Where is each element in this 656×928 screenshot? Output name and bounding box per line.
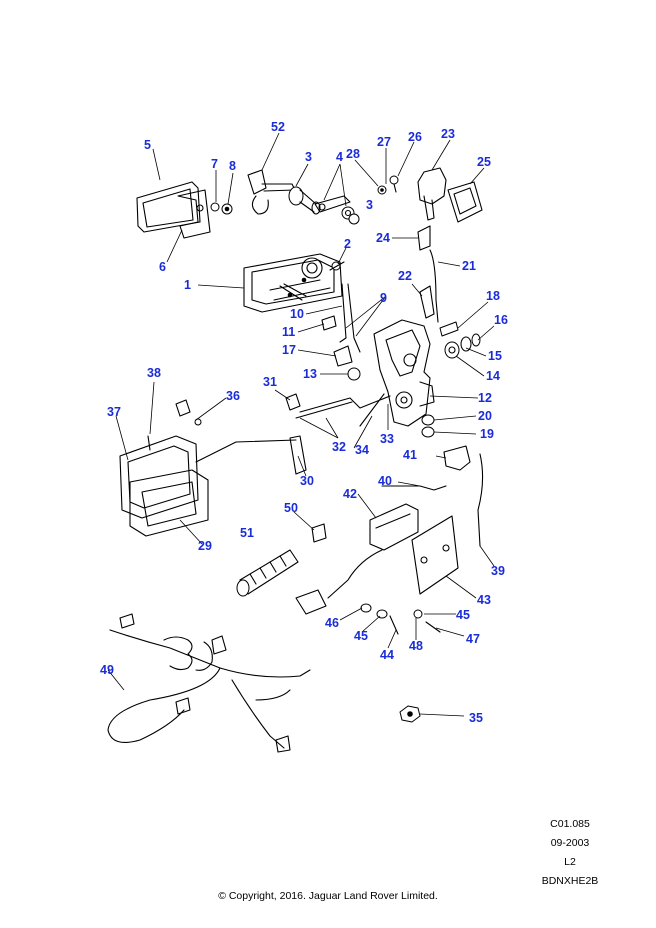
- callout-labels: 1 2 3 3 4 5 6 7 8 9 10 11 12 13 14 15 16…: [100, 120, 508, 725]
- part-52-key: [247, 169, 296, 215]
- part-2-clip: [329, 261, 345, 271]
- part-42-actuator: [295, 503, 419, 615]
- callout-12: 12: [478, 391, 492, 405]
- callout-40: 40: [378, 474, 392, 488]
- part-1-exterior-handle: [243, 253, 343, 313]
- callout-18: 18: [486, 289, 500, 303]
- part-40-rod: [381, 485, 447, 491]
- part-49-harness: [107, 613, 311, 753]
- callout-23: 23: [441, 127, 455, 141]
- part-39-rod: [477, 453, 484, 547]
- callout-52: 52: [271, 120, 285, 134]
- callout-27: 27: [377, 135, 391, 149]
- callout-2: 2: [344, 237, 351, 251]
- callout-43: 43: [477, 593, 491, 607]
- part-7-8-screws: [210, 202, 233, 215]
- part-24-21-rod: [417, 225, 439, 323]
- callout-42: 42: [343, 487, 357, 501]
- part-41-bracket: [443, 445, 471, 471]
- callout-26: 26: [408, 130, 422, 144]
- callout-24: 24: [376, 231, 390, 245]
- part-29-interior-handle: [129, 469, 209, 537]
- part-31-clip: [285, 393, 301, 411]
- callout-38: 38: [147, 366, 161, 380]
- part-11-clip: [321, 315, 337, 331]
- callout-3-second: 3: [366, 198, 373, 212]
- part-13-button: [347, 367, 361, 381]
- part-25-bezel: [447, 181, 483, 223]
- diagram-date: 09-2003: [550, 837, 590, 849]
- callout-33: 33: [380, 432, 394, 446]
- callout-32: 32: [332, 440, 346, 454]
- callout-14: 14: [486, 369, 500, 383]
- part-36-clip: [175, 399, 202, 426]
- part-6-bracket: [177, 189, 211, 239]
- callout-36: 36: [226, 389, 240, 403]
- part-44-45-46-47-48-fixings: [360, 603, 441, 635]
- part-33-34-rods: [299, 393, 391, 427]
- callout-16: 16: [494, 313, 508, 327]
- callout-17: 17: [282, 343, 296, 357]
- callout-29: 29: [198, 539, 212, 553]
- callout-30: 30: [300, 474, 314, 488]
- part-5-handle-gasket: [136, 181, 201, 233]
- callout-4: 4: [336, 150, 343, 164]
- callout-8: 8: [229, 159, 236, 173]
- callout-28: 28: [346, 147, 360, 161]
- callout-22: 22: [398, 269, 412, 283]
- part-26-27-28-fixings: [377, 175, 399, 195]
- callout-21: 21: [462, 259, 476, 273]
- callout-37: 37: [107, 405, 121, 419]
- callout-6: 6: [159, 260, 166, 274]
- part-3-lock-barrel: [288, 186, 321, 215]
- callout-39: 39: [491, 564, 505, 578]
- callout-48: 48: [409, 639, 423, 653]
- part-19-20-fixings: [421, 414, 435, 438]
- callout-9: 9: [380, 291, 387, 305]
- diagram-reference: C01.085: [550, 818, 590, 830]
- part-12-latch: [373, 319, 435, 427]
- callout-20: 20: [478, 409, 492, 423]
- callout-46: 46: [325, 616, 339, 630]
- callout-11: 11: [282, 325, 295, 339]
- part-9-10-rods: [339, 283, 361, 353]
- callout-44: 44: [380, 648, 394, 662]
- part-35-nut: [399, 705, 421, 723]
- callout-41: 41: [403, 448, 417, 462]
- callout-5: 5: [144, 138, 151, 152]
- callout-15: 15: [488, 349, 502, 363]
- part-43-plate: [411, 515, 459, 595]
- leader-lines: [107, 132, 495, 717]
- callout-13: 13: [303, 367, 317, 381]
- callout-1: 1: [184, 278, 191, 292]
- callout-47: 47: [466, 632, 480, 646]
- part-50-clip: [311, 523, 327, 543]
- diagram-level: L2: [564, 856, 576, 868]
- callout-19: 19: [480, 427, 494, 441]
- diagram-code: BDNXHE2B: [541, 875, 599, 887]
- callout-51: 51: [240, 526, 254, 540]
- part-14-15-16-18-fixings: [439, 321, 481, 359]
- callout-31: 31: [263, 375, 277, 389]
- callout-35: 35: [469, 711, 483, 725]
- part-17-clip: [333, 345, 353, 367]
- callout-25: 25: [477, 155, 491, 169]
- callout-3: 3: [305, 150, 312, 164]
- callout-34: 34: [355, 443, 369, 457]
- callout-7: 7: [211, 157, 218, 171]
- copyright-notice: © Copyright, 2016. Jaguar Land Rover Lim…: [218, 890, 438, 902]
- part-4-lever: [314, 195, 360, 225]
- part-51-gaiter: [236, 549, 299, 597]
- callout-49: 49: [100, 663, 114, 677]
- callout-50: 50: [284, 501, 298, 515]
- callout-45-second: 45: [354, 629, 368, 643]
- part-37-38-handle-bezel: [119, 435, 199, 519]
- part-22-clip: [419, 285, 435, 319]
- callout-10: 10: [290, 307, 304, 321]
- callout-45: 45: [456, 608, 470, 622]
- part-23-lock-button-housing: [417, 167, 447, 221]
- part-30-32-rods: [195, 401, 353, 475]
